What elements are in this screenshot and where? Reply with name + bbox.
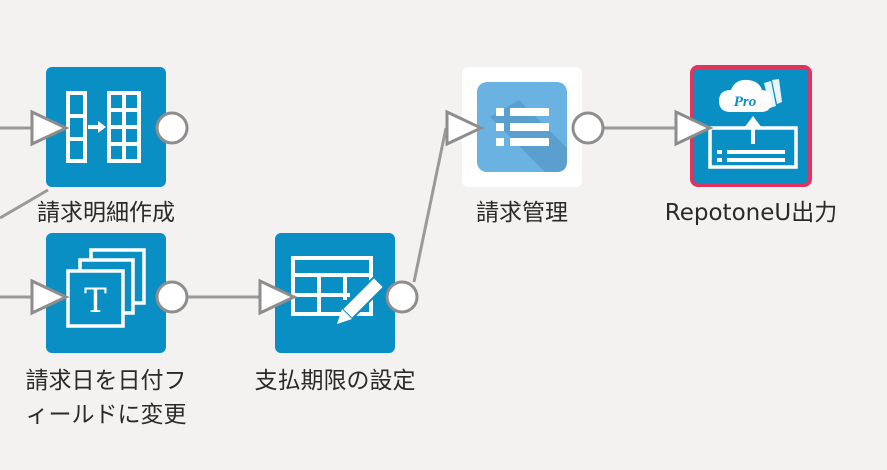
node-label-repotone: RepotoneU出力	[664, 200, 838, 226]
edge-external-diagonal	[0, 188, 49, 220]
input-port-triangle[interactable]	[674, 109, 714, 147]
table-transform-icon	[66, 91, 141, 163]
input-port-triangle[interactable]	[258, 278, 298, 316]
pencil-icon	[337, 275, 386, 324]
node-label-date-field: 請求日を日付フ ィールドに変更	[25, 368, 187, 428]
connectors	[0, 126, 676, 299]
text-field-icon: # T	[66, 248, 146, 328]
node-label-kanri: 請求管理	[476, 200, 568, 226]
cloud-upload-icon: Pro	[708, 79, 798, 169]
list-app-icon	[496, 108, 549, 146]
svg-text:T: T	[84, 281, 107, 321]
node-due-date[interactable]	[258, 233, 419, 353]
node-label-due-date: 支払期限の設定	[254, 368, 416, 394]
output-port-circle[interactable]	[155, 280, 189, 314]
node-repotone[interactable]: Pro	[674, 65, 812, 187]
output-port-circle[interactable]	[571, 111, 605, 145]
node-kanri[interactable]	[445, 67, 605, 187]
input-port-triangle[interactable]	[30, 109, 70, 147]
output-port-circle[interactable]	[155, 111, 189, 145]
output-port-circle[interactable]	[385, 280, 419, 314]
node-label-meisai: 請求明細作成	[37, 200, 175, 226]
node-meisai[interactable]	[30, 67, 189, 187]
input-port-triangle[interactable]	[30, 278, 70, 316]
node-kanri-shadow	[490, 100, 567, 172]
node-date-field[interactable]: # T	[30, 233, 189, 353]
input-port-triangle[interactable]	[445, 109, 485, 147]
pro-badge: Pro	[734, 94, 757, 110]
edge-due-date-kanri	[412, 127, 448, 283]
